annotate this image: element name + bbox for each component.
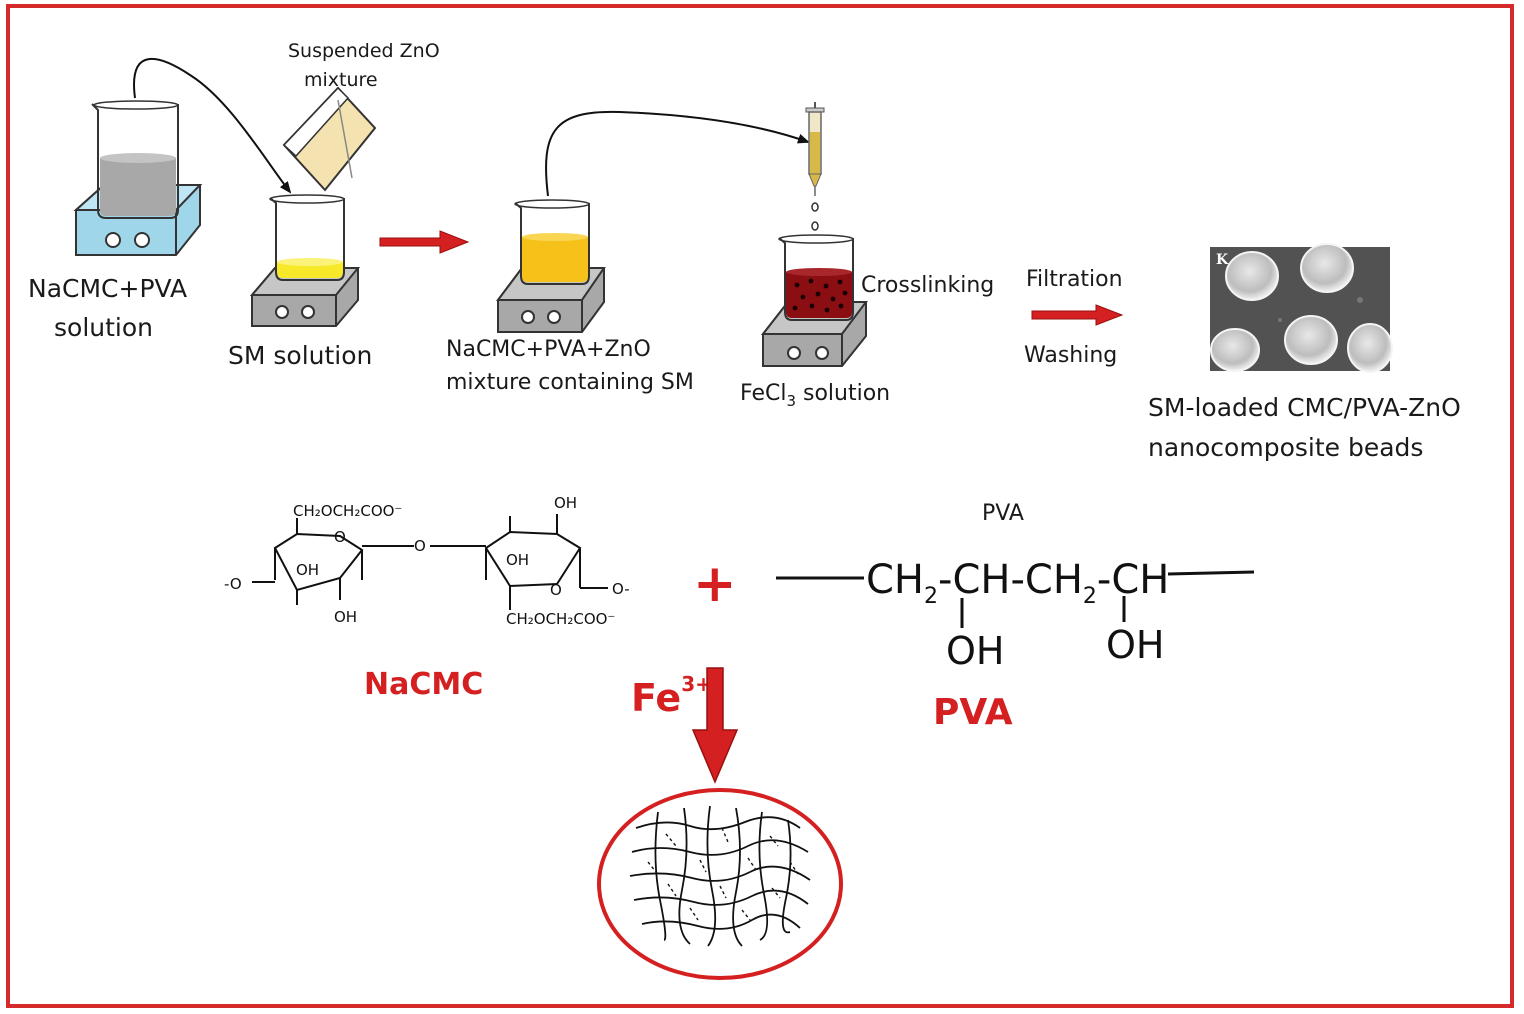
plus-sign: + — [693, 554, 737, 614]
nacmc-oh-ring1-inner: OH — [296, 561, 319, 579]
label-zno-2: mixture — [304, 69, 378, 91]
label-zno-1: Suspended ZnO — [288, 40, 440, 62]
nacmc-ring-o-1: O — [334, 528, 346, 546]
label-sm-solution: SM solution — [228, 341, 372, 370]
nacmc-oh-ring1-bottom: OH — [334, 608, 357, 626]
label-beads-1: SM-loaded CMC/PVA-ZnO — [1148, 393, 1461, 422]
fe3-down-arrow — [691, 667, 739, 784]
beaker-fecl3 — [778, 234, 854, 321]
network-crosslinks — [647, 827, 799, 921]
network-ellipse — [597, 788, 843, 980]
pva-chain: CH2-CH-CH2-CH — [776, 557, 1255, 628]
label-nacmc-pva-1: NaCMC+PVA — [28, 274, 187, 303]
zno-container — [282, 86, 377, 192]
nacmc-ring-o-2: O — [550, 581, 562, 599]
label-filtration: Filtration — [1026, 267, 1123, 292]
red-arrow-2 — [1031, 304, 1124, 326]
beaker-mixture — [514, 199, 590, 285]
nacmc-group-top: CH₂OCH₂COO⁻ — [293, 502, 402, 520]
red-arrow-1 — [379, 230, 470, 254]
label-mixture-1: NaCMC+PVA+ZnO — [446, 337, 651, 362]
syringe-icon — [805, 102, 825, 196]
label-beads-2: nanocomposite beads — [1148, 433, 1423, 462]
nacmc-structure — [252, 514, 608, 610]
pva-caption: PVA — [933, 692, 1013, 733]
nacmc-end-o-left: -O — [224, 575, 242, 593]
label-crosslinking: Crosslinking — [861, 273, 994, 298]
label-washing: Washing — [1024, 343, 1117, 368]
pva-oh-1: OH — [946, 629, 1004, 673]
droplets — [811, 202, 819, 231]
sem-micrograph: K — [1210, 243, 1393, 373]
outer-frame — [6, 4, 1514, 1008]
beaker-sm-solution — [269, 194, 345, 281]
pva-title: PVA — [982, 501, 1024, 526]
label-mixture-2: mixture containing SM — [446, 370, 694, 395]
pva-oh-2: OH — [1106, 623, 1164, 667]
label-nacmc-pva-2: solution — [54, 313, 153, 342]
crosslinked-network — [629, 805, 811, 947]
svg-text:CH2-CH-CH2-CH: CH2-CH-CH2-CH — [866, 557, 1169, 609]
nacmc-caption: NaCMC — [364, 667, 483, 702]
label-fecl3: FeCl3 solution — [740, 381, 890, 410]
beaker-nacmc-pva — [91, 100, 179, 219]
fe3-label: Fe3+ — [631, 672, 712, 720]
nacmc-group-bottom: CH₂OCH₂COO⁻ — [506, 610, 615, 628]
nacmc-end-o-right: O- — [612, 580, 630, 598]
nacmc-oh-ring2-top: OH — [554, 494, 577, 512]
transfer-arrow-2 — [545, 110, 810, 197]
nacmc-oh-ring2-inner: OH — [506, 551, 529, 569]
transfer-arrow-1 — [133, 58, 292, 194]
micrograph-letter: K — [1216, 252, 1229, 268]
nacmc-bridge-o: O — [414, 537, 426, 555]
